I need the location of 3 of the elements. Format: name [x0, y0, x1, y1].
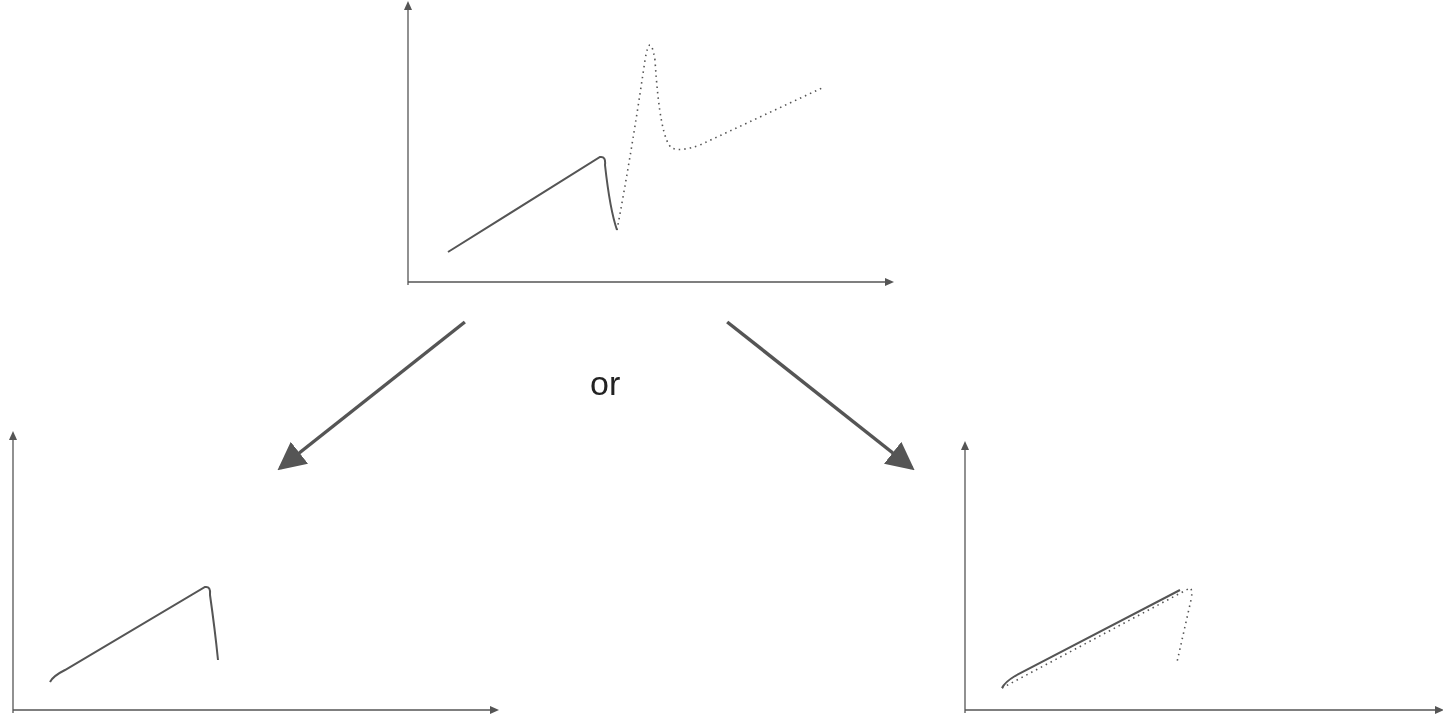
arrow [726, 320, 915, 471]
connector-label: or [590, 364, 621, 403]
arrow [277, 320, 466, 471]
